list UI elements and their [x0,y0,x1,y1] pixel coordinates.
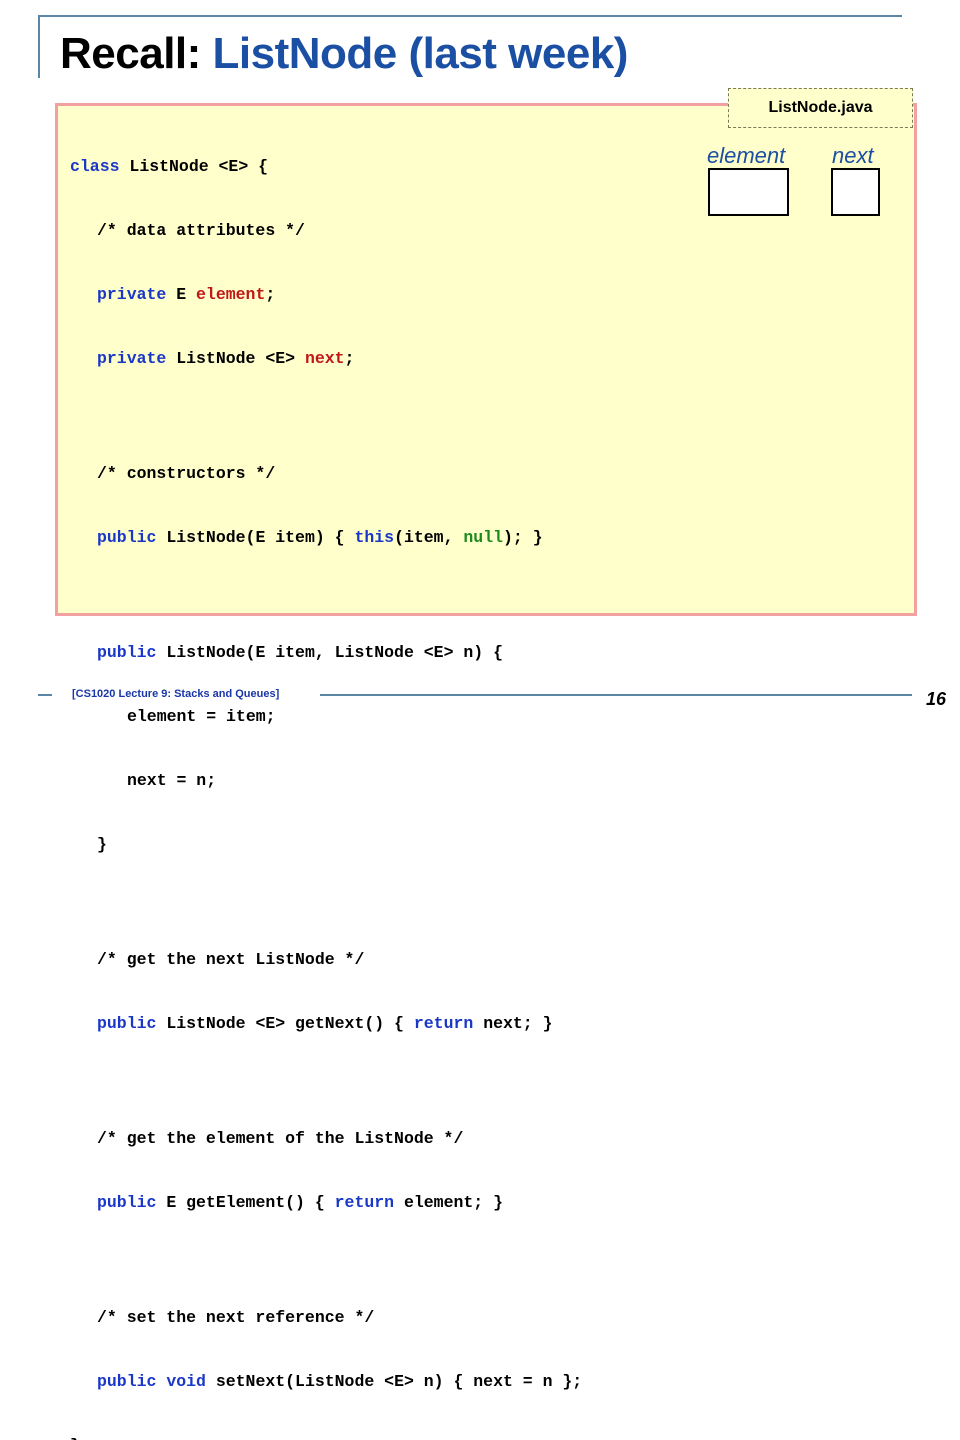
top-rule [38,15,902,17]
title-prefix: Recall: [60,29,213,78]
code-gap [70,410,582,423]
code-text: (item, [394,528,464,547]
code-comment: /* data attributes */ [97,221,305,240]
code-text: E [166,285,197,304]
footer-rule-right [320,694,912,696]
code-line: /* set the next reference */ [70,1305,582,1331]
code-line: /* get the element of the ListNode */ [70,1126,582,1152]
code-gap [70,589,582,602]
field-name: element [196,285,266,304]
keyword: public [97,1372,157,1391]
next-cell [831,168,880,216]
code-comment: /* get the next ListNode */ [97,950,365,969]
code-line: private ListNode <E> next; [70,346,582,372]
code-text [156,1372,166,1391]
code-listing: class ListNode <E> { /* data attributes … [70,116,582,1440]
keyword: public [97,643,157,662]
footer-rule-left [38,694,52,696]
code-comment: /* get the element of the ListNode */ [97,1129,464,1148]
keyword: public [97,1014,157,1033]
code-text: ListNode <E> [166,349,305,368]
keyword: public [97,528,157,547]
code-line: public E getElement() { return element; … [70,1190,582,1216]
code-comment: /* constructors */ [97,464,276,483]
keyword: void [166,1372,206,1391]
code-text: ; [344,349,355,368]
keyword: class [70,157,120,176]
file-name-tag: ListNode.java [728,88,913,128]
code-gap [70,1075,582,1088]
title-topic: ListNode (last week) [212,29,629,78]
literal: null [463,528,503,547]
keyword: this [354,528,395,547]
code-text: ListNode <E> getNext() { [156,1014,414,1033]
code-line: public void setNext(ListNode <E> n) { ne… [70,1369,582,1395]
code-gap [70,896,582,909]
keyword: private [97,349,167,368]
code-line: } [70,1433,582,1440]
code-text: next = n; [127,771,217,790]
slide-title: Recall: ListNode (last week) [60,32,628,76]
code-line: class ListNode <E> { [70,154,582,180]
code-text: element; } [394,1193,503,1212]
code-text: } [70,1436,80,1440]
element-label: element [707,143,786,168]
field-name: next [304,349,345,368]
code-comment: /* set the next reference */ [97,1308,375,1327]
code-line: element = item; [70,704,582,730]
code-text: E getElement() { [156,1193,335,1212]
code-line: public ListNode <E> getNext() { return n… [70,1011,582,1037]
code-text: setNext(ListNode <E> n) { next = n }; [205,1372,583,1391]
code-text: ; [265,285,276,304]
keyword: private [97,285,167,304]
element-cell [708,168,789,216]
code-line: } [70,832,582,858]
next-label: next [832,143,874,168]
code-text: ListNode(E item) { [156,528,355,547]
code-text: ListNode <E> { [119,157,269,176]
keyword: return [413,1014,474,1033]
left-rule [38,15,40,78]
code-line: next = n; [70,768,582,794]
code-text: ListNode(E item, ListNode <E> n) { [156,643,503,662]
code-text: } [97,835,107,854]
code-line: public ListNode(E item, ListNode <E> n) … [70,640,582,666]
code-line: /* data attributes */ [70,218,582,244]
code-line: private E element; [70,282,582,308]
code-text: element = item; [127,707,276,726]
code-text: next; } [473,1014,553,1033]
page-number: 16 [926,689,947,709]
keyword: public [97,1193,157,1212]
code-gap [70,1254,582,1267]
code-line: /* constructors */ [70,461,582,487]
code-line: public ListNode(E item) { this(item, nul… [70,525,582,551]
code-text: ); } [503,528,543,547]
keyword: return [334,1193,395,1212]
footer-course: [CS1020 Lecture 9: Stacks and Queues] [72,688,280,700]
code-line: /* get the next ListNode */ [70,947,582,973]
